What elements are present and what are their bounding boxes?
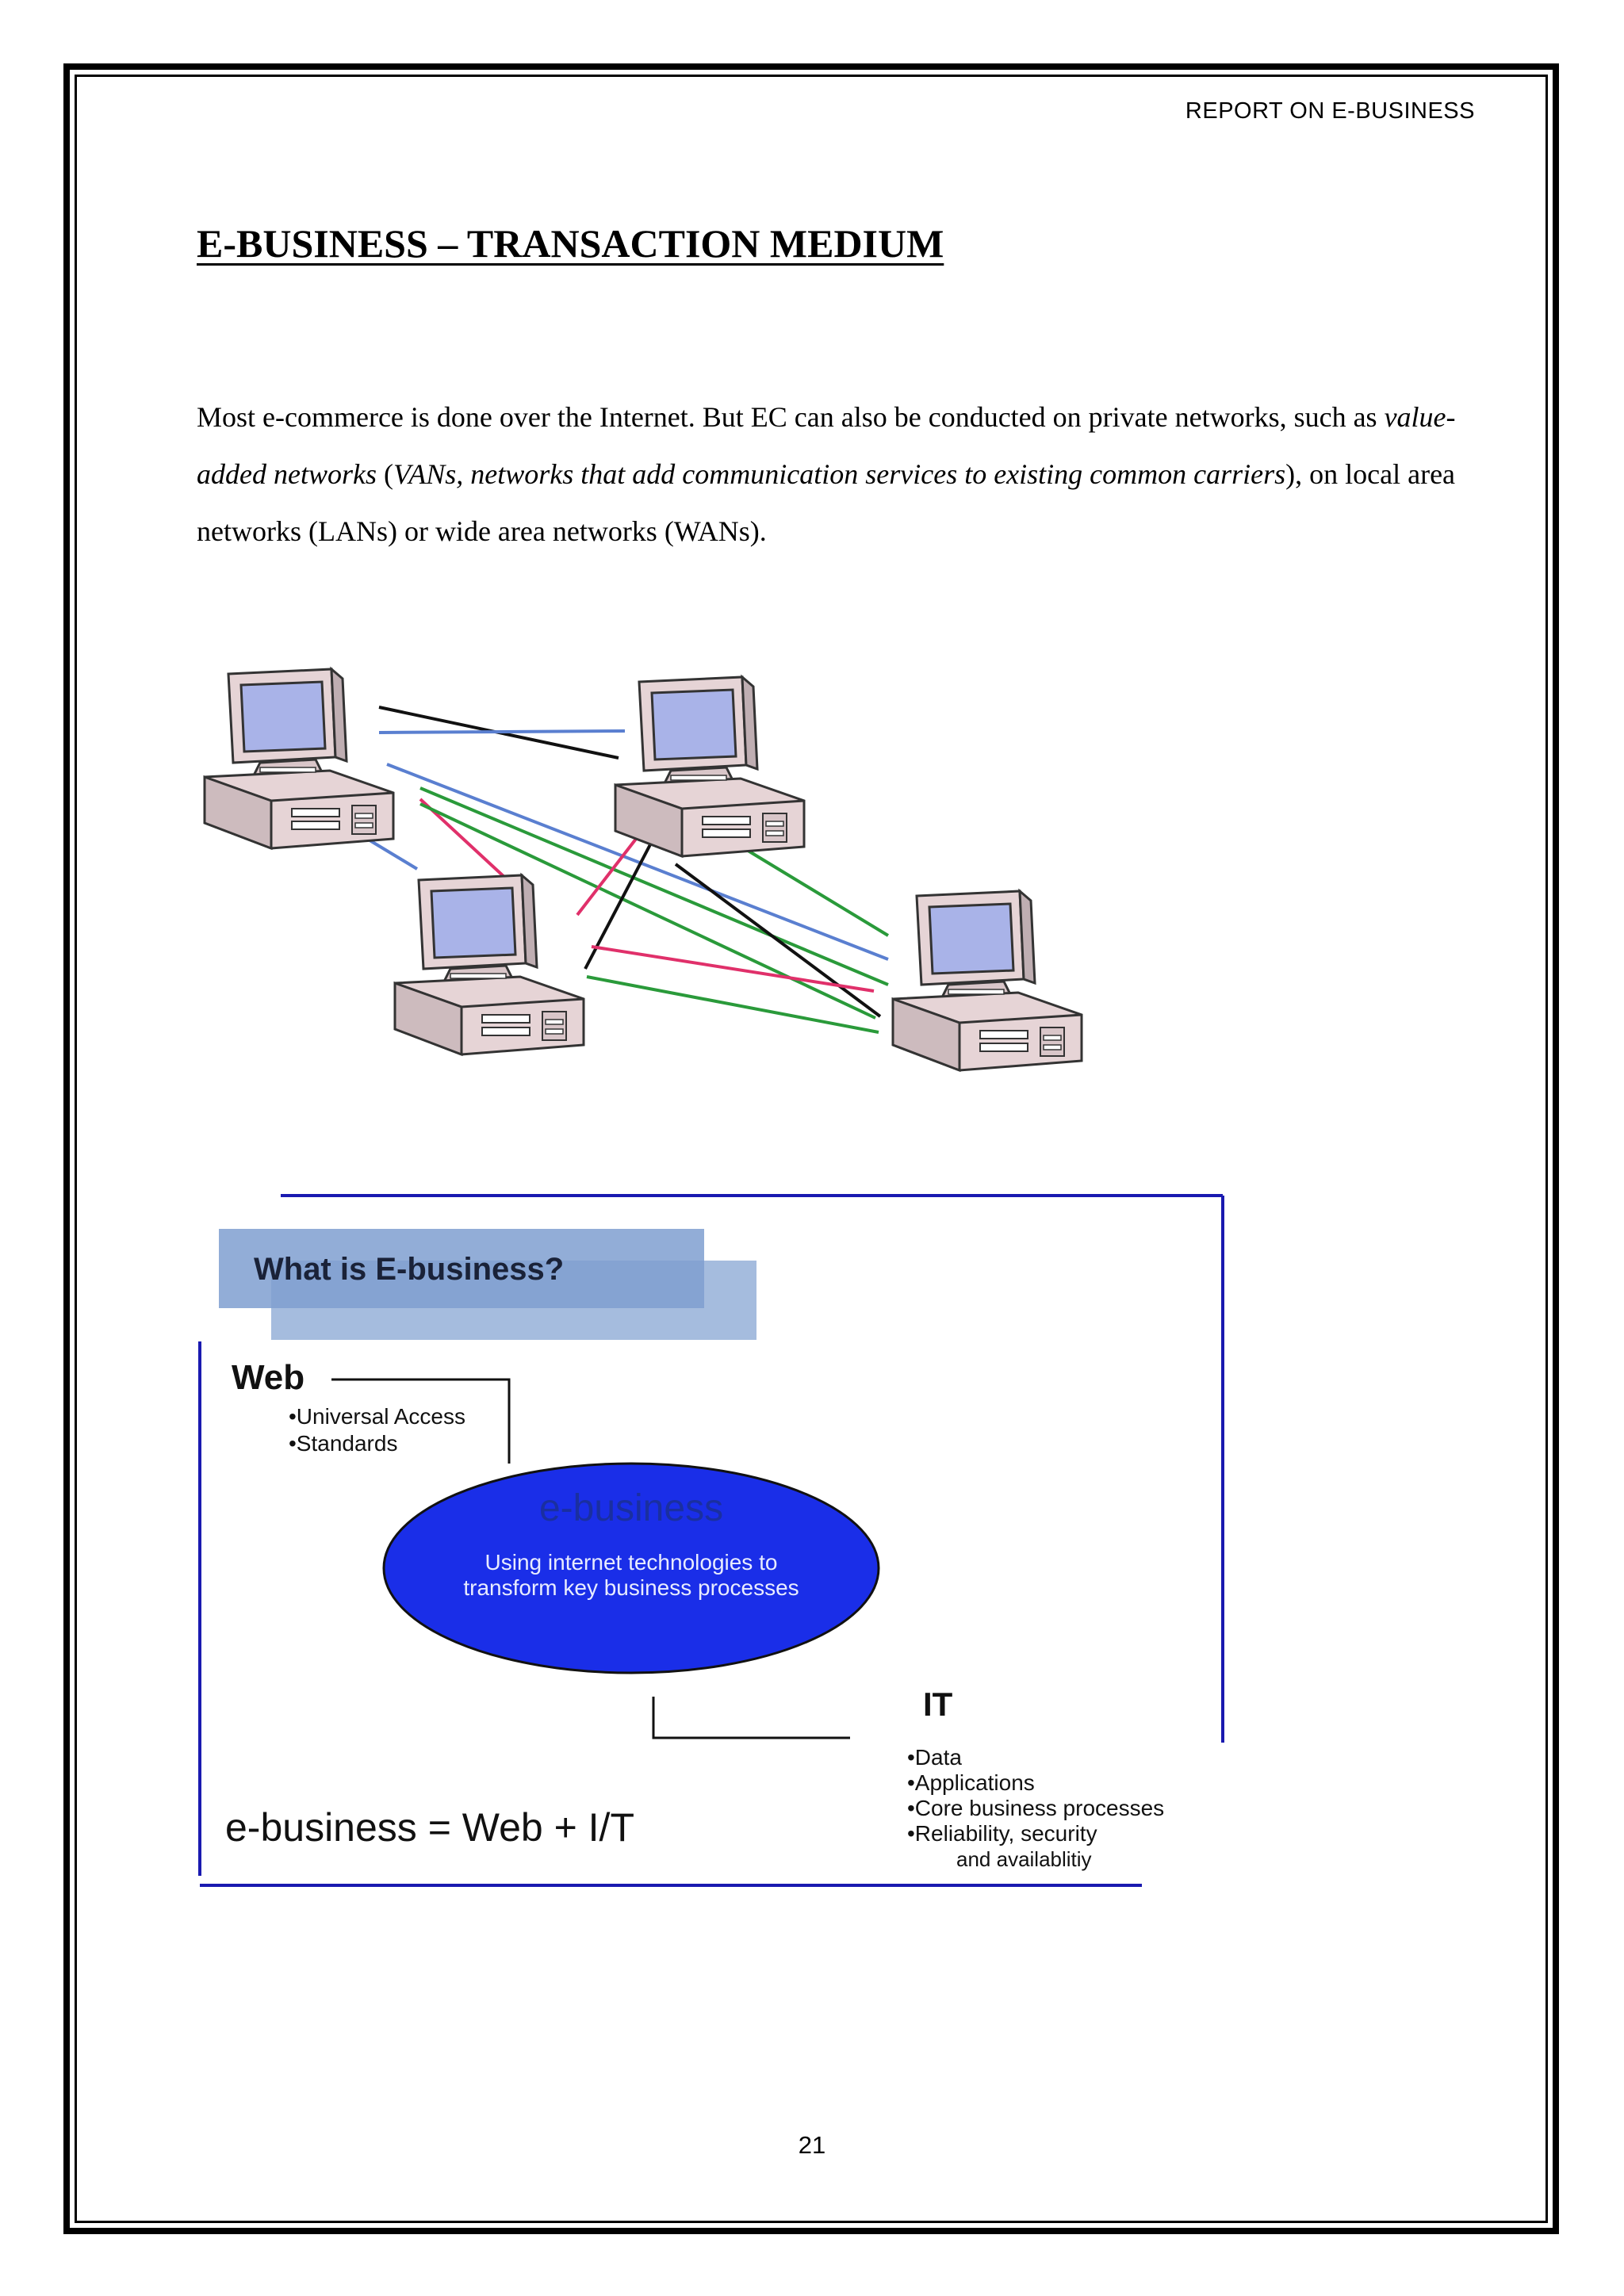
page-number: 21 (798, 2131, 826, 2159)
web-item: •Standards (289, 1431, 397, 1456)
network-diagram (203, 668, 1083, 1072)
web-connector (331, 1378, 511, 1464)
it-title: IT (923, 1686, 953, 1723)
page-border-inner (75, 75, 1548, 2223)
paragraph-italic: value-added networks (197, 401, 1456, 490)
heading-box-front (219, 1229, 704, 1308)
ebusiness-diagram: What is E-business? Web •Universal Acces… (198, 1194, 1224, 1887)
ebusiness-equation: e-business = Web + I/T (225, 1805, 634, 1850)
computer-icon (891, 890, 1083, 1072)
paragraph-text: ), on local area networks (LANs) or wide… (197, 458, 1456, 547)
it-item-continuation: and availablitiy (956, 1847, 1092, 1871)
computer-icon (614, 675, 806, 858)
paragraph-text: ( (376, 458, 393, 490)
it-item: •Data (907, 1745, 962, 1770)
it-item: •Applications (907, 1770, 1035, 1795)
paragraph-italic: VANs, networks that add communication se… (393, 458, 1286, 490)
running-header: REPORT ON E-BUSINESS (1185, 98, 1475, 124)
page-title: E-BUSINESS – TRANSACTION MEDIUM (197, 221, 944, 266)
web-item: •Universal Access (289, 1404, 465, 1429)
it-connector (652, 1697, 850, 1739)
ellipse-text-line: transform key business processes (463, 1575, 799, 1600)
page-border-outer (63, 63, 1559, 2234)
paragraph-text: Most e-commerce is done over the Interne… (197, 401, 1385, 433)
ebusiness-ellipse (382, 1462, 880, 1674)
ellipse-title: e-business (539, 1487, 723, 1529)
web-title: Web (232, 1358, 304, 1397)
intro-paragraph: Most e-commerce is done over the Interne… (197, 388, 1481, 560)
ellipse-text-line: Using internet technologies to (485, 1550, 778, 1575)
diagram-heading: What is E-business? (254, 1252, 564, 1287)
it-item: •Reliability, security (907, 1821, 1097, 1846)
computer-icon (393, 874, 585, 1056)
computer-icon (203, 668, 395, 850)
it-item: •Core business processes (907, 1796, 1164, 1820)
